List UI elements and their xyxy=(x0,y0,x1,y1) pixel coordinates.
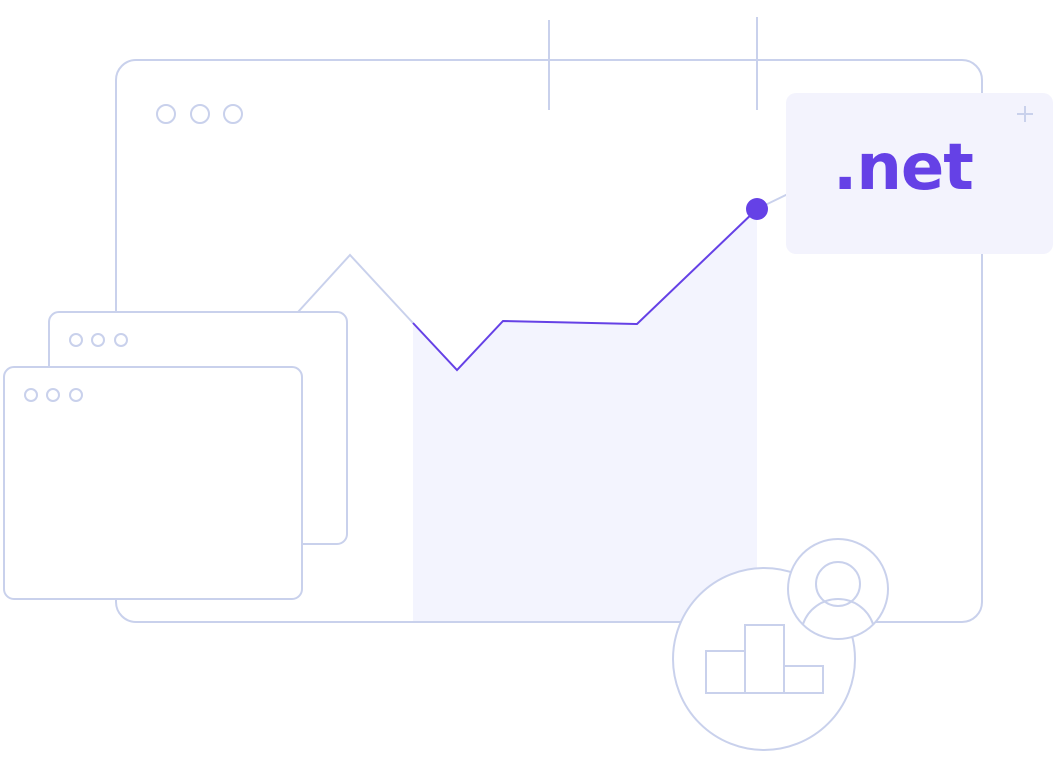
guide-lines xyxy=(548,17,758,110)
window-dot-icon xyxy=(114,333,128,347)
front-window xyxy=(3,366,303,600)
user-icon xyxy=(787,538,889,640)
window-dot-icon xyxy=(156,104,176,124)
window-dot-icon xyxy=(190,104,210,124)
window-dot-icon xyxy=(223,104,243,124)
badge-label: .net xyxy=(833,131,973,205)
chart-area-mask xyxy=(413,200,757,370)
window-dot-icon xyxy=(91,333,105,347)
dotnet-badge[interactable]: .net xyxy=(786,93,1053,254)
chart-highlight-point[interactable] xyxy=(746,198,768,220)
chart-line-accent xyxy=(412,208,758,372)
window-dot-icon xyxy=(69,388,83,402)
window-dot-icon xyxy=(69,333,83,347)
plus-icon xyxy=(1017,106,1033,122)
window-dot-icon xyxy=(46,388,60,402)
chart-line-faint xyxy=(297,253,414,324)
window-dot-icon xyxy=(24,388,38,402)
window-controls xyxy=(156,104,243,124)
